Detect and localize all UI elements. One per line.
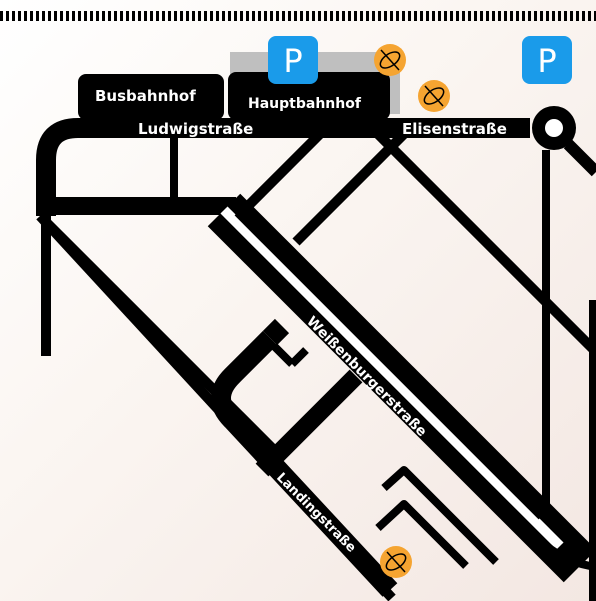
block-cross-road [262, 318, 290, 346]
landingstrasse-label: Landingstraße [273, 470, 359, 556]
parking-icon[interactable]: P [522, 36, 572, 84]
elisenstrasse-label: Elisenstraße [402, 120, 507, 138]
ludwigstrasse-label: Ludwigstraße [138, 120, 253, 138]
lower-road-1 [381, 466, 499, 565]
ludwigstrasse-road [36, 118, 530, 216]
roundabout-center [545, 119, 563, 137]
busbahnhof-block [78, 74, 224, 120]
hauptbahnhof-label: Hauptbahnhof [248, 96, 362, 112]
tram-icon[interactable] [418, 80, 450, 112]
landingstrasse-road [211, 330, 398, 597]
tram-icon[interactable] [374, 44, 406, 76]
parking-icon[interactable]: P [268, 36, 318, 84]
weissenburgerstrasse-inner [220, 206, 564, 550]
roundabout-diagonal [563, 139, 596, 177]
bahnhof-road-3 [368, 124, 596, 356]
hauptbahnhof-block [228, 72, 390, 120]
lower-road-2 [375, 500, 469, 569]
lower-road-3 [537, 537, 591, 570]
tram-icon[interactable] [380, 546, 412, 578]
block-stub-1 [271, 343, 295, 367]
busbahnhof-label: Busbahnhof [95, 87, 196, 105]
block-stub-2 [289, 347, 309, 367]
bahnhof-road-1 [236, 124, 330, 218]
svg-text:P: P [283, 42, 302, 80]
svg-text:P: P [537, 42, 556, 80]
block-middle-road [255, 369, 363, 477]
weissenburger-center [234, 212, 542, 520]
